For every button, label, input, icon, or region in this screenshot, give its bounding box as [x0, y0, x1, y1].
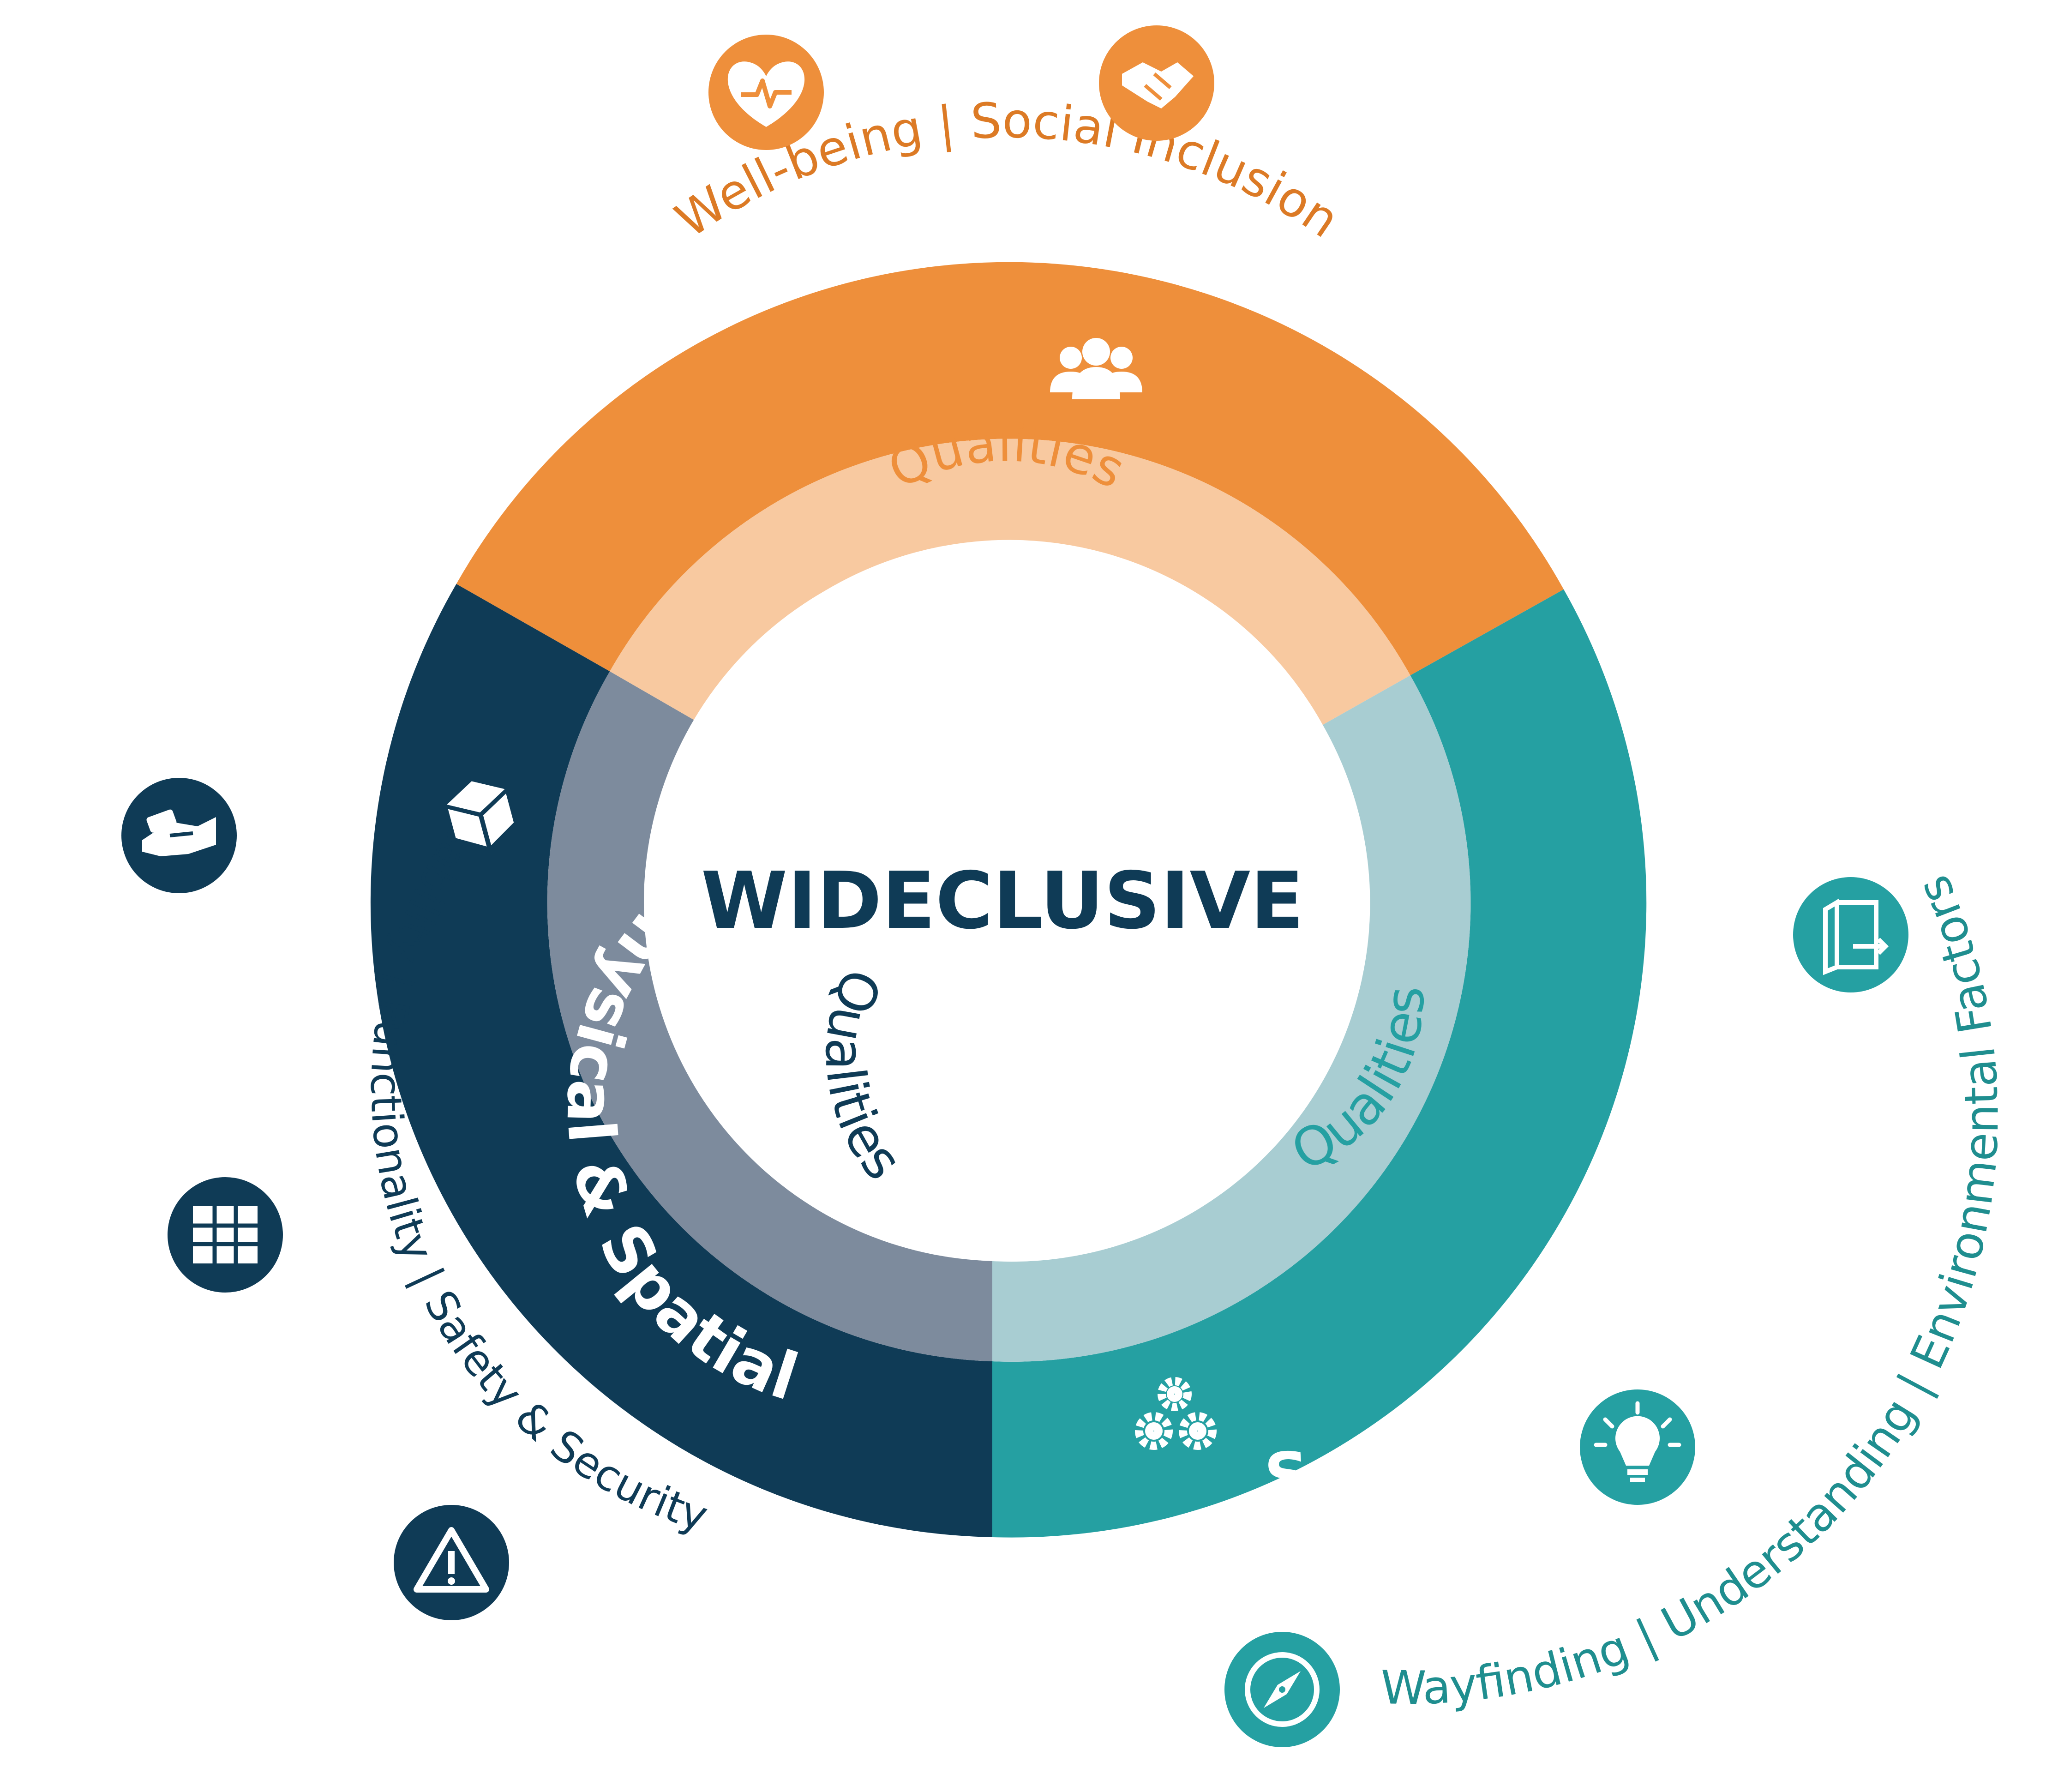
heart-pulse-icon	[708, 35, 824, 150]
segment-physical-inner	[547, 671, 992, 1361]
exit-door-icon	[1793, 877, 1908, 992]
segment-social-inner	[610, 439, 1410, 725]
cube-icon	[447, 781, 514, 847]
lightbulb-icon	[1580, 1389, 1695, 1505]
gears-icon	[1135, 1377, 1217, 1450]
center-title: WIDECLUSIVE	[701, 855, 1304, 947]
segment-sensorial-inner	[992, 675, 1471, 1362]
segment-sensorial-outer	[992, 589, 1647, 1538]
compass-icon	[1224, 1632, 1340, 1747]
segment-physical-outer	[370, 584, 993, 1537]
center-disc	[644, 544, 1361, 1261]
hand-holding-card-icon	[121, 778, 237, 893]
grid-panel-icon	[168, 1177, 283, 1293]
group-of-people-icon	[1050, 338, 1142, 399]
segment-social-outer	[456, 262, 1564, 675]
handshake-icon	[1099, 25, 1214, 141]
warning-triangle-icon	[394, 1505, 509, 1620]
